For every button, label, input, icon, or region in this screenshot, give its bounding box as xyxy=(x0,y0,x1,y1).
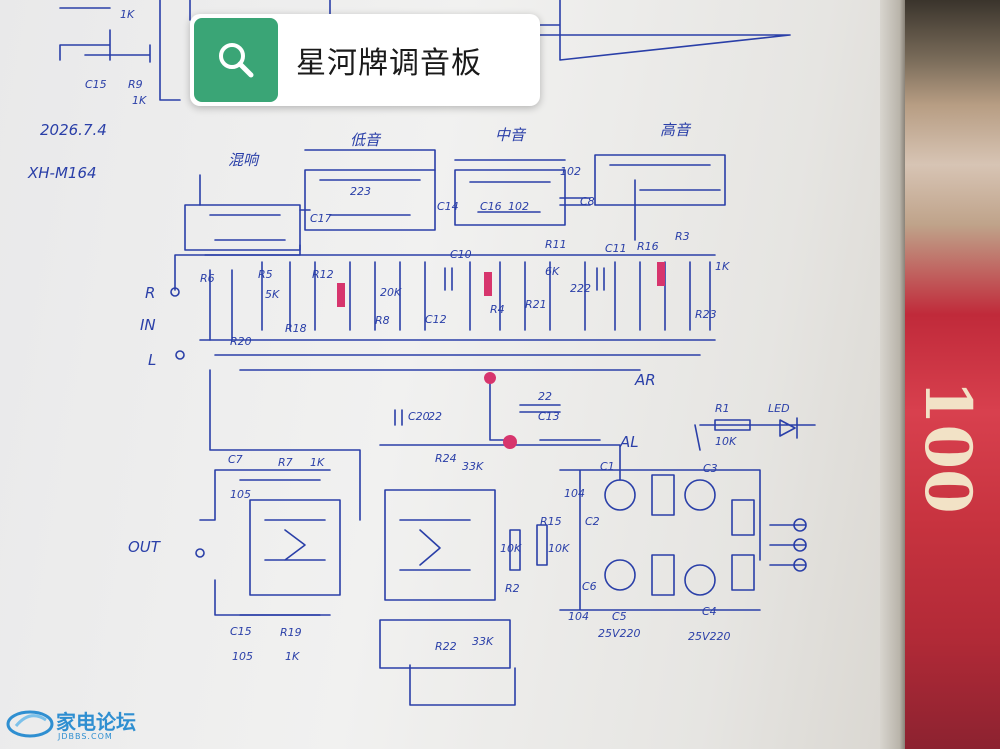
label-r12: R12 xyxy=(312,268,334,281)
label-r9: R9 xyxy=(128,78,143,91)
label-c11: C11 xyxy=(605,242,627,255)
label-r2-value: 10K xyxy=(500,542,522,555)
label-res-20k: 20K xyxy=(380,286,402,299)
label-al: AL xyxy=(619,433,639,451)
label-r18: R18 xyxy=(285,322,307,335)
label-res-1k: 1K xyxy=(715,260,730,273)
schematic-drawing: 1K C15 R9 1K 2026.7.4 XH-M164 R IN L 混响 … xyxy=(27,0,816,706)
label-r15-value: 10K xyxy=(548,542,570,555)
label-r23: R23 xyxy=(695,308,717,321)
label-r8: R8 xyxy=(375,314,390,327)
label-out: OUT xyxy=(128,538,162,556)
label-r19: R19 xyxy=(280,626,302,639)
label-res-6k: 6K xyxy=(545,265,560,278)
label-r9-value: 1K xyxy=(132,94,147,107)
section-treble: 高音 xyxy=(660,121,692,139)
paper-sheet xyxy=(0,0,905,749)
label-r22: R22 xyxy=(435,640,457,653)
label-r2: R2 xyxy=(505,582,520,595)
label-cap-222: 222 xyxy=(570,282,591,295)
title-badge: 星河牌调音板 xyxy=(190,14,540,106)
label-c5: C5 xyxy=(612,610,627,623)
banknote-denomination: 100 xyxy=(910,380,985,514)
label-c7: C7 xyxy=(228,453,243,466)
label-c8-value: 102 xyxy=(560,165,581,178)
label-r3: R3 xyxy=(675,230,690,243)
label-c8: C8 xyxy=(580,195,595,208)
label-r11: R11 xyxy=(545,238,567,251)
badge-title: 星河牌调音板 xyxy=(296,46,482,81)
label-c2: C2 xyxy=(585,515,600,528)
label-r7: R7 xyxy=(278,456,293,469)
label-r7-value: 1K xyxy=(310,456,325,469)
label-r21: R21 xyxy=(525,298,547,311)
search-icon[interactable] xyxy=(194,18,278,102)
label-c6-value: 104 xyxy=(568,610,589,623)
label-c20: C20 xyxy=(408,410,430,423)
label-r16: R16 xyxy=(637,240,659,253)
label-c10: C10 xyxy=(450,248,472,261)
label-r22-value: 33K xyxy=(472,635,494,648)
label-in: IN xyxy=(140,316,156,334)
note-model: XH-M164 xyxy=(27,164,97,182)
label-ar: AR xyxy=(634,371,656,389)
label-c12: C12 xyxy=(425,313,447,326)
label-c4: C4 xyxy=(702,605,717,618)
label-c15-value: 105 xyxy=(232,650,253,663)
label-c14: C14 xyxy=(437,200,459,213)
label-c13: C13 xyxy=(538,410,560,423)
label-c17: C17 xyxy=(310,212,332,225)
label-c1: C1 xyxy=(600,460,615,473)
label-c4-value: 25V220 xyxy=(688,630,731,643)
watermark-name: 家电论坛 xyxy=(56,710,136,734)
banknote: 100 xyxy=(905,0,1000,749)
note-date: 2026.7.4 xyxy=(40,121,107,139)
label-cap-104: 104 xyxy=(564,487,585,500)
label-r5: R5 xyxy=(258,268,273,281)
label-r1: R1 xyxy=(715,402,730,415)
label-c15-top: C15 xyxy=(85,78,107,91)
label-r24-value: 33K xyxy=(462,460,484,473)
label-c20-value: 22 xyxy=(428,410,442,423)
label-r15: R15 xyxy=(540,515,562,528)
label-c16-value: 102 xyxy=(508,200,529,213)
forum-watermark: 家电论坛 JDBBS.COM xyxy=(4,702,154,746)
label-c5-value: 25V220 xyxy=(598,627,641,640)
section-bass: 低音 xyxy=(350,131,382,149)
paper-edge xyxy=(880,0,908,749)
label-r24: R24 xyxy=(435,452,457,465)
label-r20: R20 xyxy=(230,335,252,348)
label-r1-value: 10K xyxy=(715,435,737,448)
label-l: L xyxy=(148,351,156,369)
label-c7-value: 105 xyxy=(230,488,251,501)
label-r: R xyxy=(145,284,155,302)
label-led: LED xyxy=(768,402,790,415)
label-r6: R6 xyxy=(200,272,215,285)
label-c3: C3 xyxy=(703,462,718,475)
svg-text:1K: 1K xyxy=(120,8,135,21)
label-res-5k: 5K xyxy=(265,288,280,301)
label-c13-value: 22 xyxy=(538,390,552,403)
label-r19-value: 1K xyxy=(285,650,300,663)
label-cap-223: 223 xyxy=(350,185,371,198)
section-mid: 中音 xyxy=(495,126,527,144)
section-echo: 混响 xyxy=(228,151,260,169)
label-c16: C16 xyxy=(480,200,502,213)
label-c6: C6 xyxy=(582,580,597,593)
forum-logo-icon xyxy=(6,710,54,738)
label-c15: C15 xyxy=(230,625,252,638)
watermark-site: JDBBS.COM xyxy=(58,732,113,741)
label-r4: R4 xyxy=(490,303,505,316)
